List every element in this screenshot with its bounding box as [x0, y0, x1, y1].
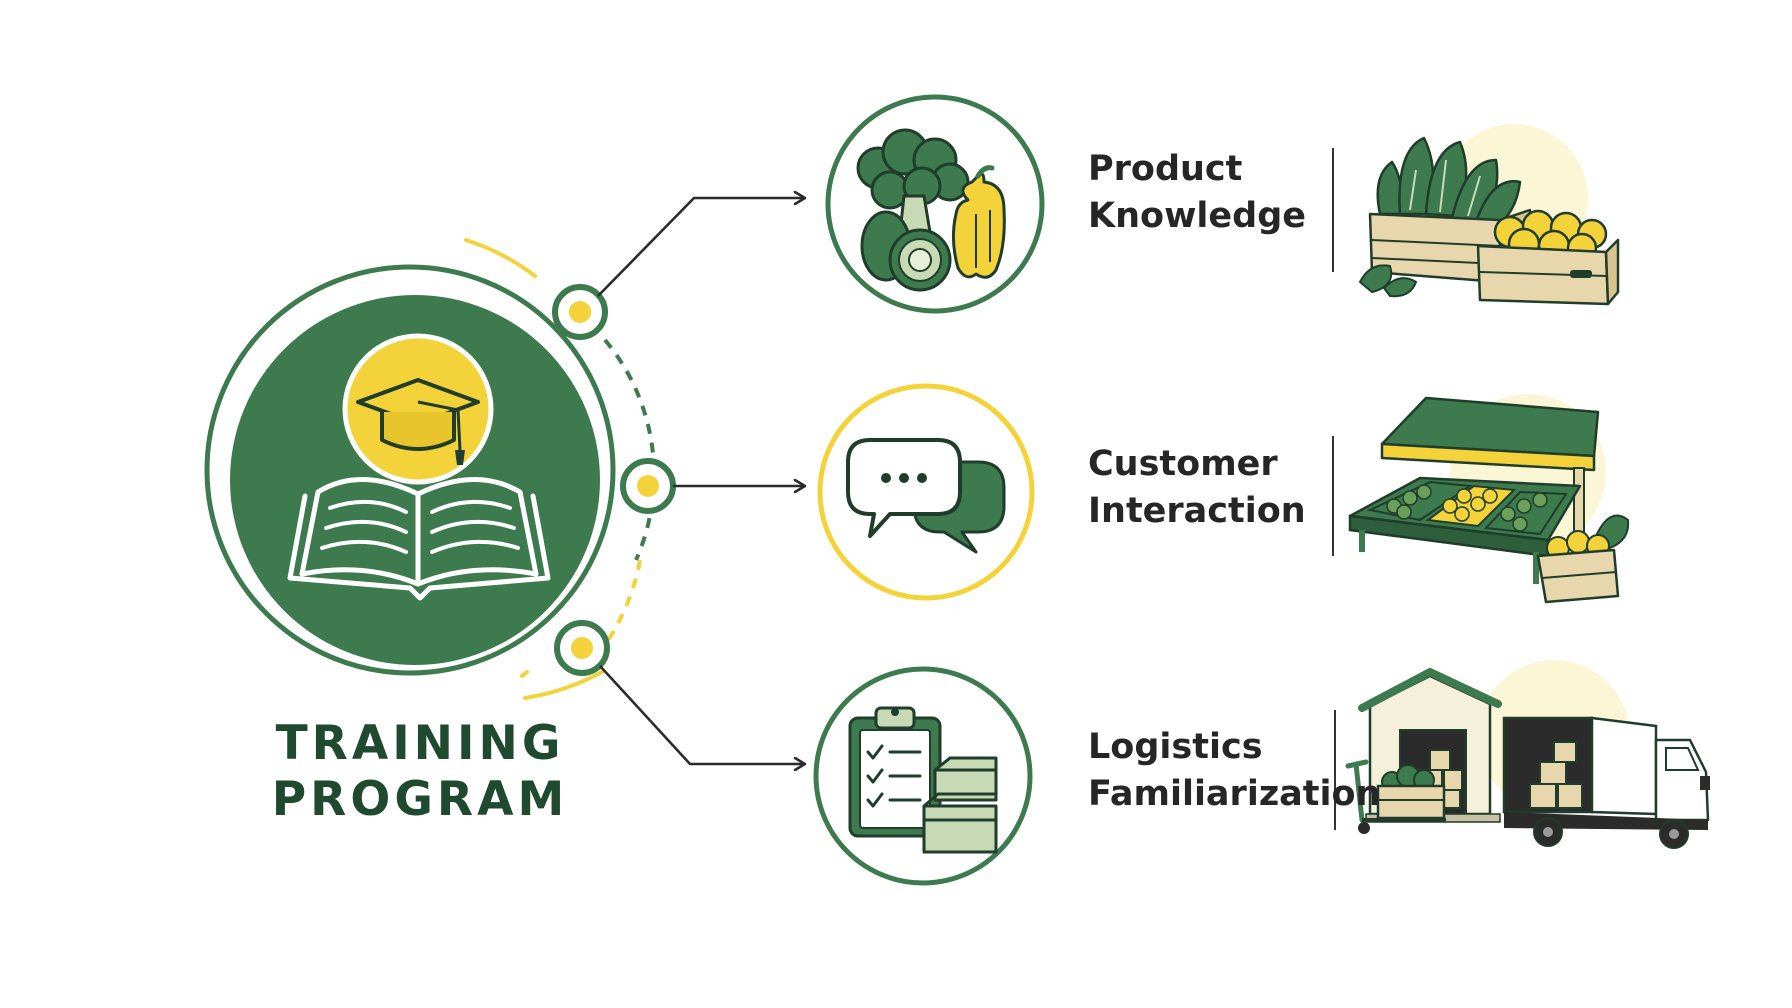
hub-outer-ring [204, 264, 616, 676]
hub-outer-arc-bottom-2 [523, 670, 604, 700]
hub-node-bottom [554, 620, 610, 676]
chat-bubbles-icon [817, 383, 1035, 601]
branch-label-product-knowledge: Product Knowledge [1088, 146, 1306, 240]
branch-label-line-1: Product [1088, 149, 1243, 189]
hub-node-top [552, 284, 608, 340]
branch-label-line-2: Interaction [1088, 491, 1306, 531]
branch-label-line-2: Knowledge [1088, 196, 1306, 236]
hub-outer-arc-bottom [520, 670, 529, 678]
branch-label-line-2: Familiarization [1088, 774, 1381, 814]
branch-label-logistics-familiarization: Logistics Familiarization [1088, 724, 1381, 818]
market-stall-illustration [1348, 394, 1630, 604]
graduation-cap-icon [342, 333, 494, 485]
hub-node-middle [620, 458, 676, 514]
branch-label-line-1: Customer [1088, 444, 1278, 484]
warehouse-truck-illustration [1345, 660, 1710, 849]
branch-label-customer-interaction: Customer Interaction [1088, 441, 1306, 535]
checklist-boxes-icon [813, 666, 1033, 886]
hub-title-line-2: PROGRAM [271, 772, 569, 827]
connector-line-product [597, 198, 804, 297]
open-book-icon [287, 477, 551, 601]
hub-title-line-1: TRAINING [275, 716, 565, 771]
produce-crates-illustration [1358, 124, 1620, 306]
connector-line-logistics [599, 665, 804, 764]
vegetables-icon [825, 94, 1045, 314]
branch-label-line-1: Logistics [1088, 727, 1263, 767]
training-hub [204, 238, 656, 700]
hub-dashed-arc [603, 338, 656, 561]
hub-outer-arc-top [464, 238, 537, 278]
